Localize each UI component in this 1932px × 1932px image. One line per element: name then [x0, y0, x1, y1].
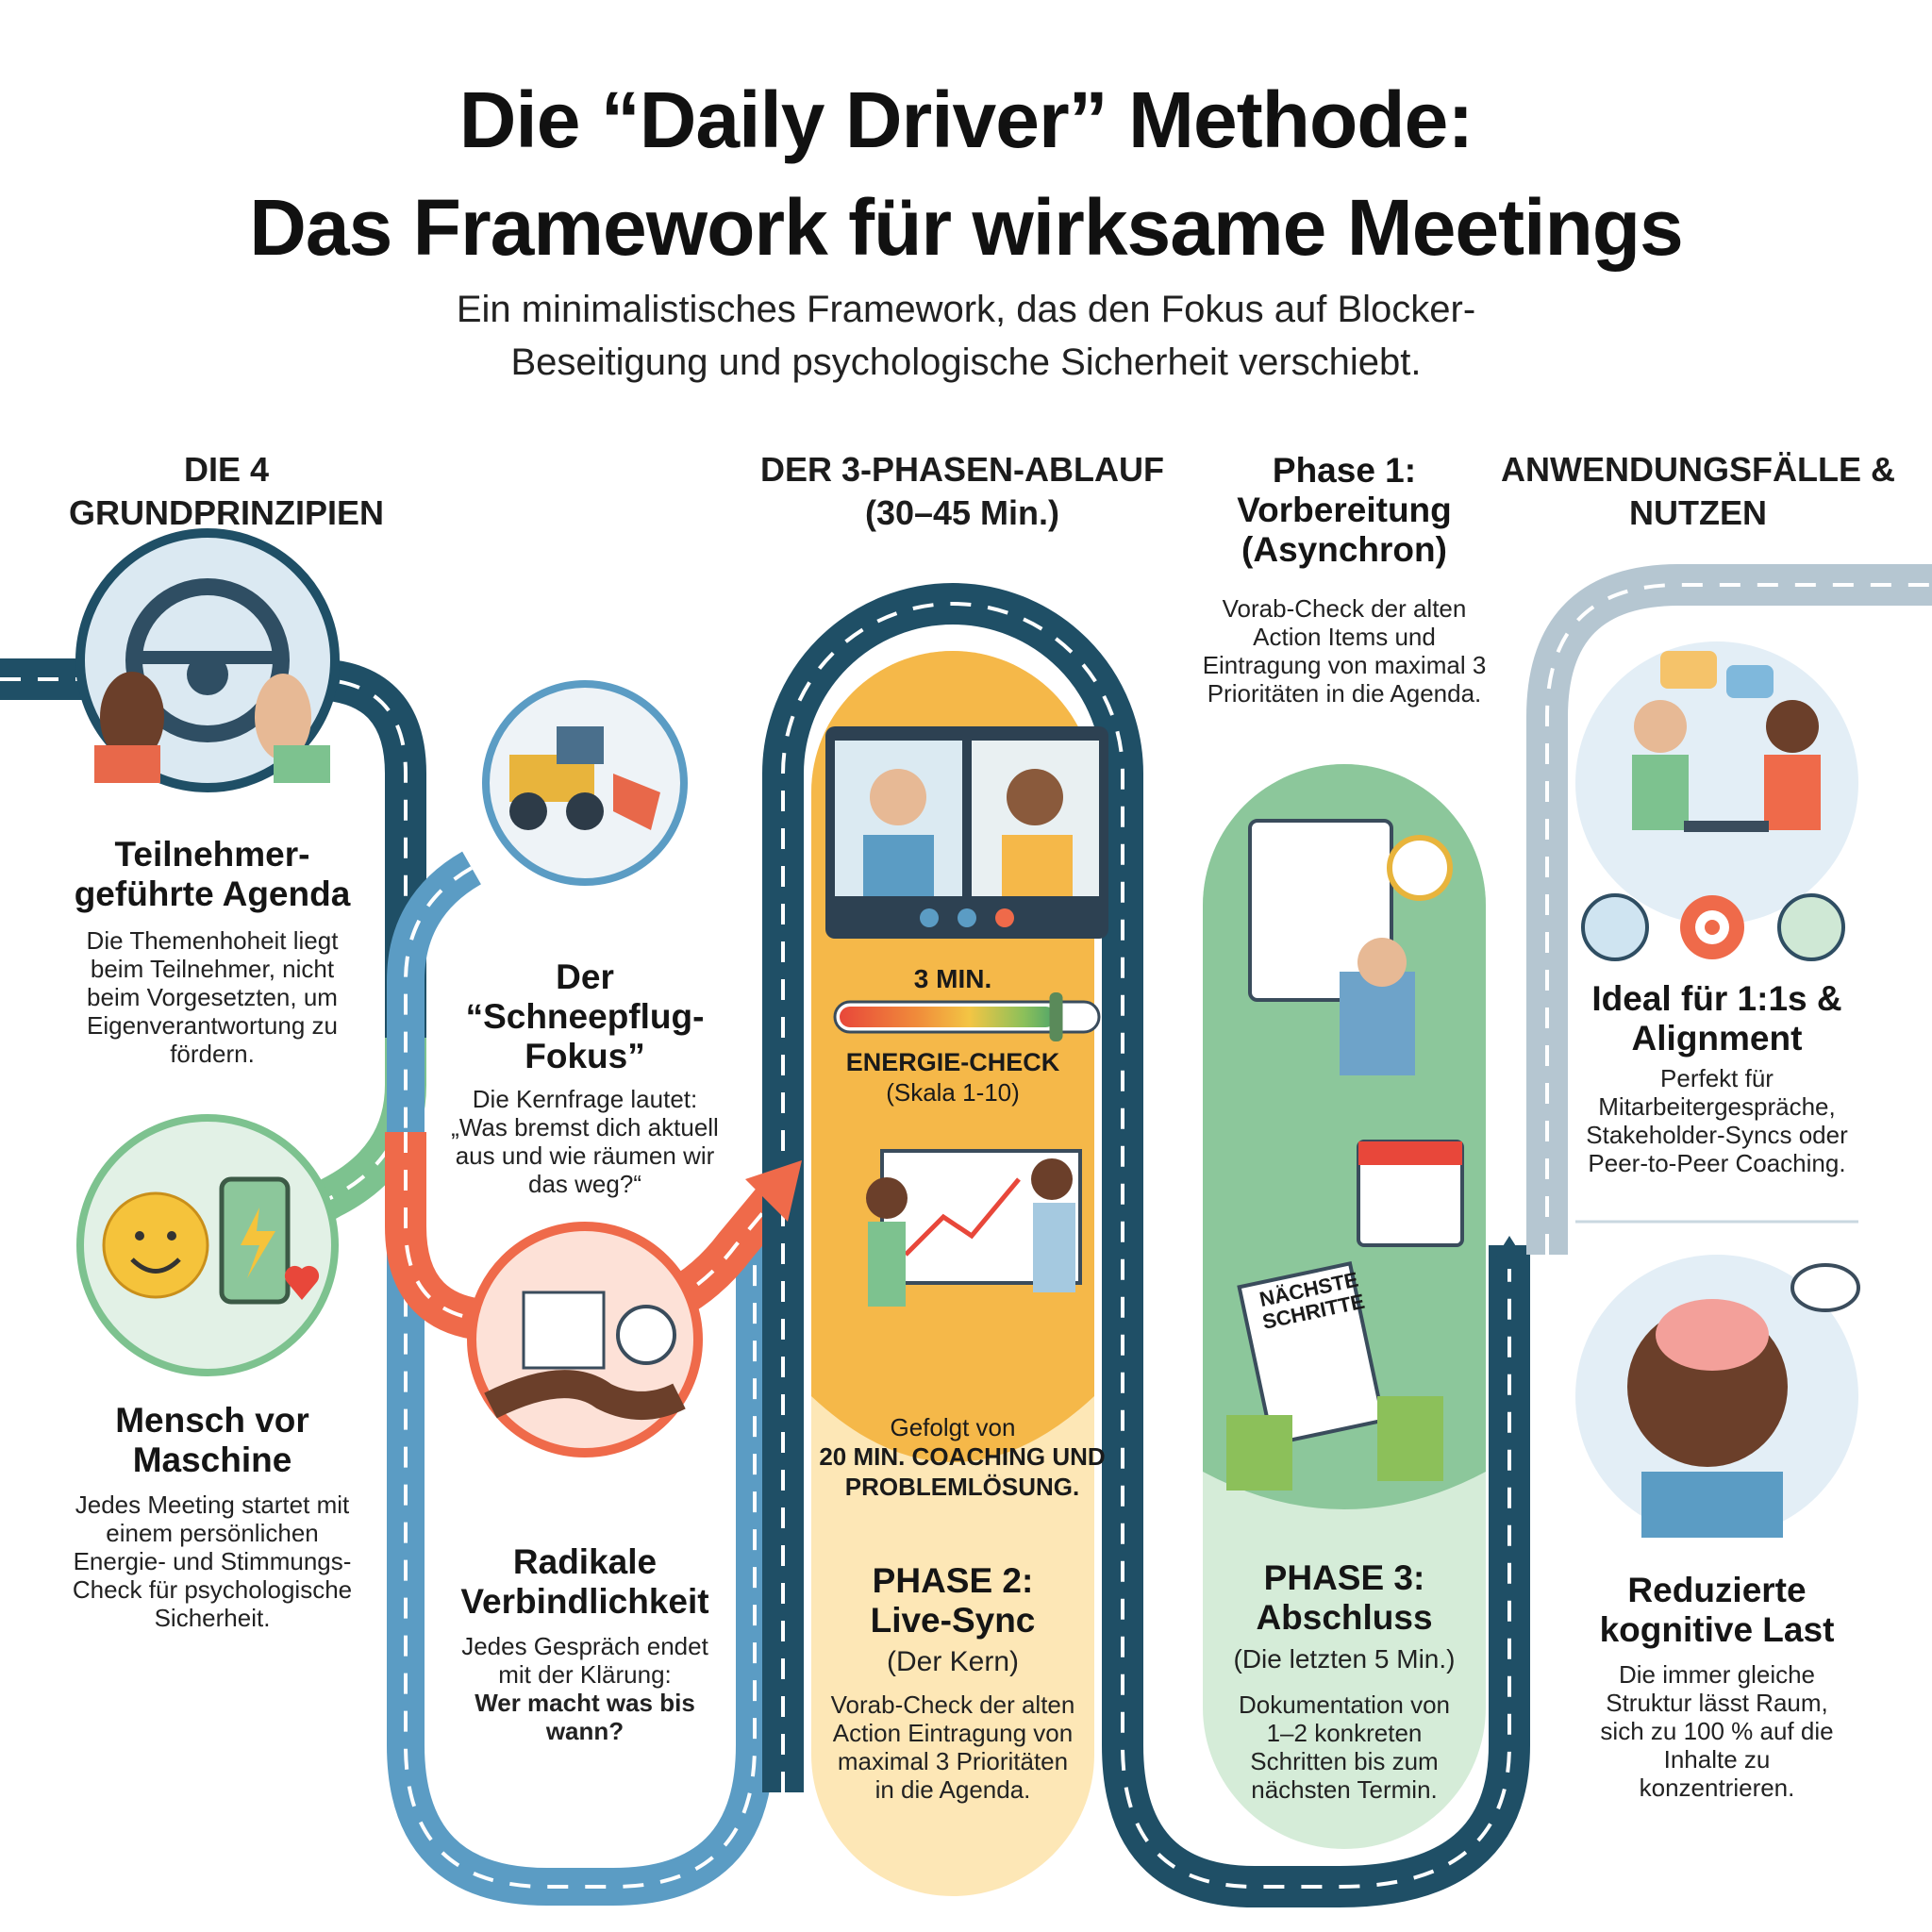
road-dark-2	[762, 583, 1530, 1907]
whiteboard-illustration	[866, 1149, 1082, 1307]
calendar-notebook-illustration	[1226, 1140, 1464, 1491]
checklist-illustration	[1248, 819, 1453, 1075]
phase2-title: PHASE 2: Live-Sync	[870, 1561, 1036, 1640]
arrow-orange	[745, 1160, 802, 1222]
phase2-text: Vorab-Check der alten Action Eintragung …	[830, 1690, 1075, 1804]
phase1-title: Phase 1: Vorbereitung (Asynchron)	[1237, 451, 1452, 569]
principle-2-title: Der “Schneepflug-Fokus”	[465, 958, 705, 1075]
benefit-2-text: Die immer gleiche Struktur lässt Raum, s…	[1600, 1660, 1834, 1802]
steering-wheel-illustration	[75, 528, 340, 792]
phase3-subtitle: (Die letzten 5 Min.)	[1233, 1644, 1456, 1674]
phase2-energy-label: ENERGIE-CHECK	[845, 1048, 1060, 1076]
principles-heading: DIE 4 GRUNDPRINZIPIEN	[68, 450, 385, 532]
energy-bar	[833, 992, 1101, 1041]
principle-3-title: Mensch vor Maschine	[115, 1401, 309, 1479]
phase2-subtitle: (Der Kern)	[886, 1646, 1020, 1677]
arrow-dark	[1489, 1236, 1530, 1269]
principle-4-text: Jedes Gespräch endet mit der Klärung: We…	[443, 1632, 726, 1745]
phase2-followed: Gefolgt von	[890, 1413, 1016, 1441]
benefit-2-title: Reduzierte kognitive Last	[1599, 1571, 1835, 1649]
subtitle-line-1: Ein minimalistisches Framework, das den …	[456, 289, 1476, 330]
brain-illustration	[1575, 1255, 1860, 1538]
page-subtitle: Ein minimalistisches Framework, das den …	[306, 283, 1626, 389]
phases-heading: DER 3-PHASEN-ABLAUF (30–45 Min.)	[759, 450, 1164, 532]
benefit-1-title: Ideal für 1:1s & Alignment	[1591, 979, 1842, 1058]
benefit-icons	[1581, 893, 1845, 961]
principle-4-text-bold: Wer macht was bis wann?	[475, 1689, 695, 1745]
snowplow-illustration	[482, 680, 688, 886]
title-line-2: Das Framework für wirksame Meetings	[249, 183, 1684, 272]
principle-2-text: Die Kernfrage lautet: „Was bremst dich a…	[451, 1085, 719, 1198]
title-line-1: Die “Daily Driver” Methode:	[458, 75, 1474, 164]
benefit-1-text: Perfekt für Mitarbeitergespräche, Stakeh…	[1586, 1064, 1848, 1177]
phase3-text: Dokumentation von 1–2 konkreten Schritte…	[1238, 1690, 1451, 1804]
phase3-title: PHASE 3: Abschluss	[1256, 1558, 1433, 1637]
phase1-text: Vorab-Check der alten Action Items und E…	[1202, 594, 1487, 708]
subtitle-line-2: Beseitigung und psychologische Sicherhei…	[510, 341, 1422, 383]
page-title: Die “Daily Driver” Methode: Das Framewor…	[0, 66, 1932, 281]
benefits-heading: ANWENDUNGSFÄLLE & NUTZEN	[1501, 450, 1895, 532]
principle-4-text-plain: Jedes Gespräch endet mit der Klärung:	[461, 1632, 708, 1689]
principle-4-title: Radikale Verbindlichkeit	[460, 1542, 709, 1621]
conversation-illustration	[1575, 641, 1858, 924]
principle-1-text: Die Themenhoheit liegt beim Teilnehmer, …	[86, 926, 339, 1068]
phase2-coaching: 20 MIN. COACHING UND PROBLEMLÖSUNG.	[819, 1442, 1106, 1501]
principle-3-text: Jedes Meeting startet mit einem persönli…	[72, 1491, 353, 1632]
phase2-timer: 3 MIN.	[913, 964, 992, 993]
phase2-energy-scale: (Skala 1-10)	[886, 1078, 1020, 1107]
handshake-illustration	[467, 1222, 703, 1457]
video-call-illustration	[825, 726, 1108, 939]
principle-1-title: Teilnehmer-geführte Agenda	[74, 835, 351, 913]
smiley-battery-illustration	[76, 1114, 339, 1376]
